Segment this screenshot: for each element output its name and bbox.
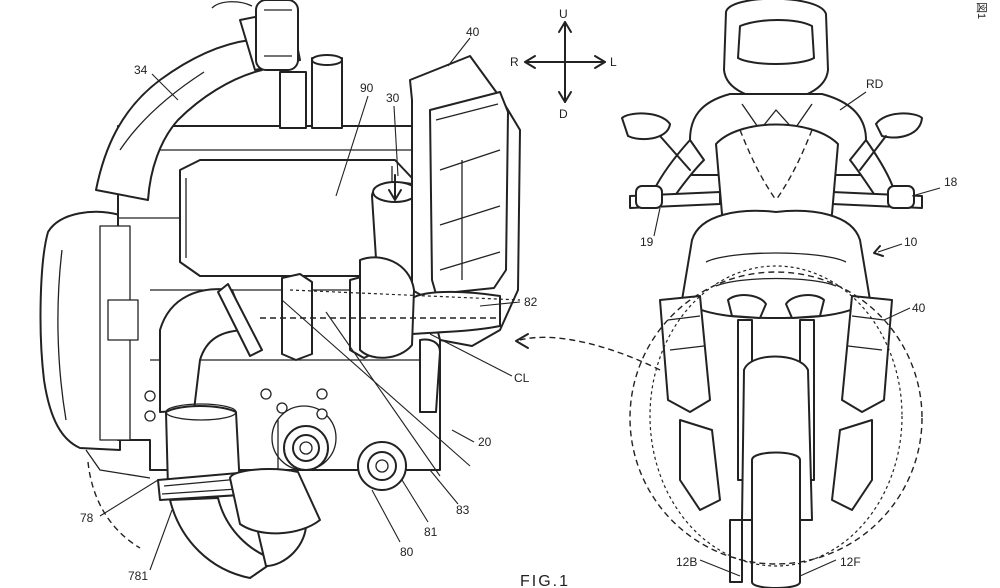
direction-down-label: D [559,107,568,121]
label-40-left: 40 [466,25,480,39]
direction-up-label: U [559,7,568,21]
direction-compass: U D R L [510,7,617,121]
direction-left-label: L [610,55,617,69]
label-10: 10 [904,235,918,249]
detail-reference-arrow [519,336,661,371]
label-cl: CL [514,371,530,385]
label-78: 78 [80,511,94,525]
figure-caption: FIG.1 [520,573,570,588]
label-82: 82 [524,295,538,309]
label-81: 81 [424,525,438,539]
label-83: 83 [456,503,470,517]
figure-side-tab: 図1 [975,2,988,19]
reference-labels: 34 40 90 30 82 CL 20 83 81 80 78 781 RD … [80,25,958,583]
label-90: 90 [360,81,374,95]
direction-right-label: R [510,55,519,69]
label-80: 80 [400,545,414,559]
label-40-right: 40 [912,301,926,315]
label-781: 781 [128,569,148,583]
label-19: 19 [640,235,654,249]
label-18: 18 [944,175,958,189]
label-20: 20 [478,435,492,449]
label-rd: RD [866,77,884,91]
leader-lines [99,37,941,577]
label-12b: 12B [676,555,697,569]
label-30: 30 [386,91,400,105]
label-34: 34 [134,63,148,77]
motorcycle-front-view [621,0,923,588]
engine-assembly [39,0,521,579]
label-12f: 12F [840,555,861,569]
